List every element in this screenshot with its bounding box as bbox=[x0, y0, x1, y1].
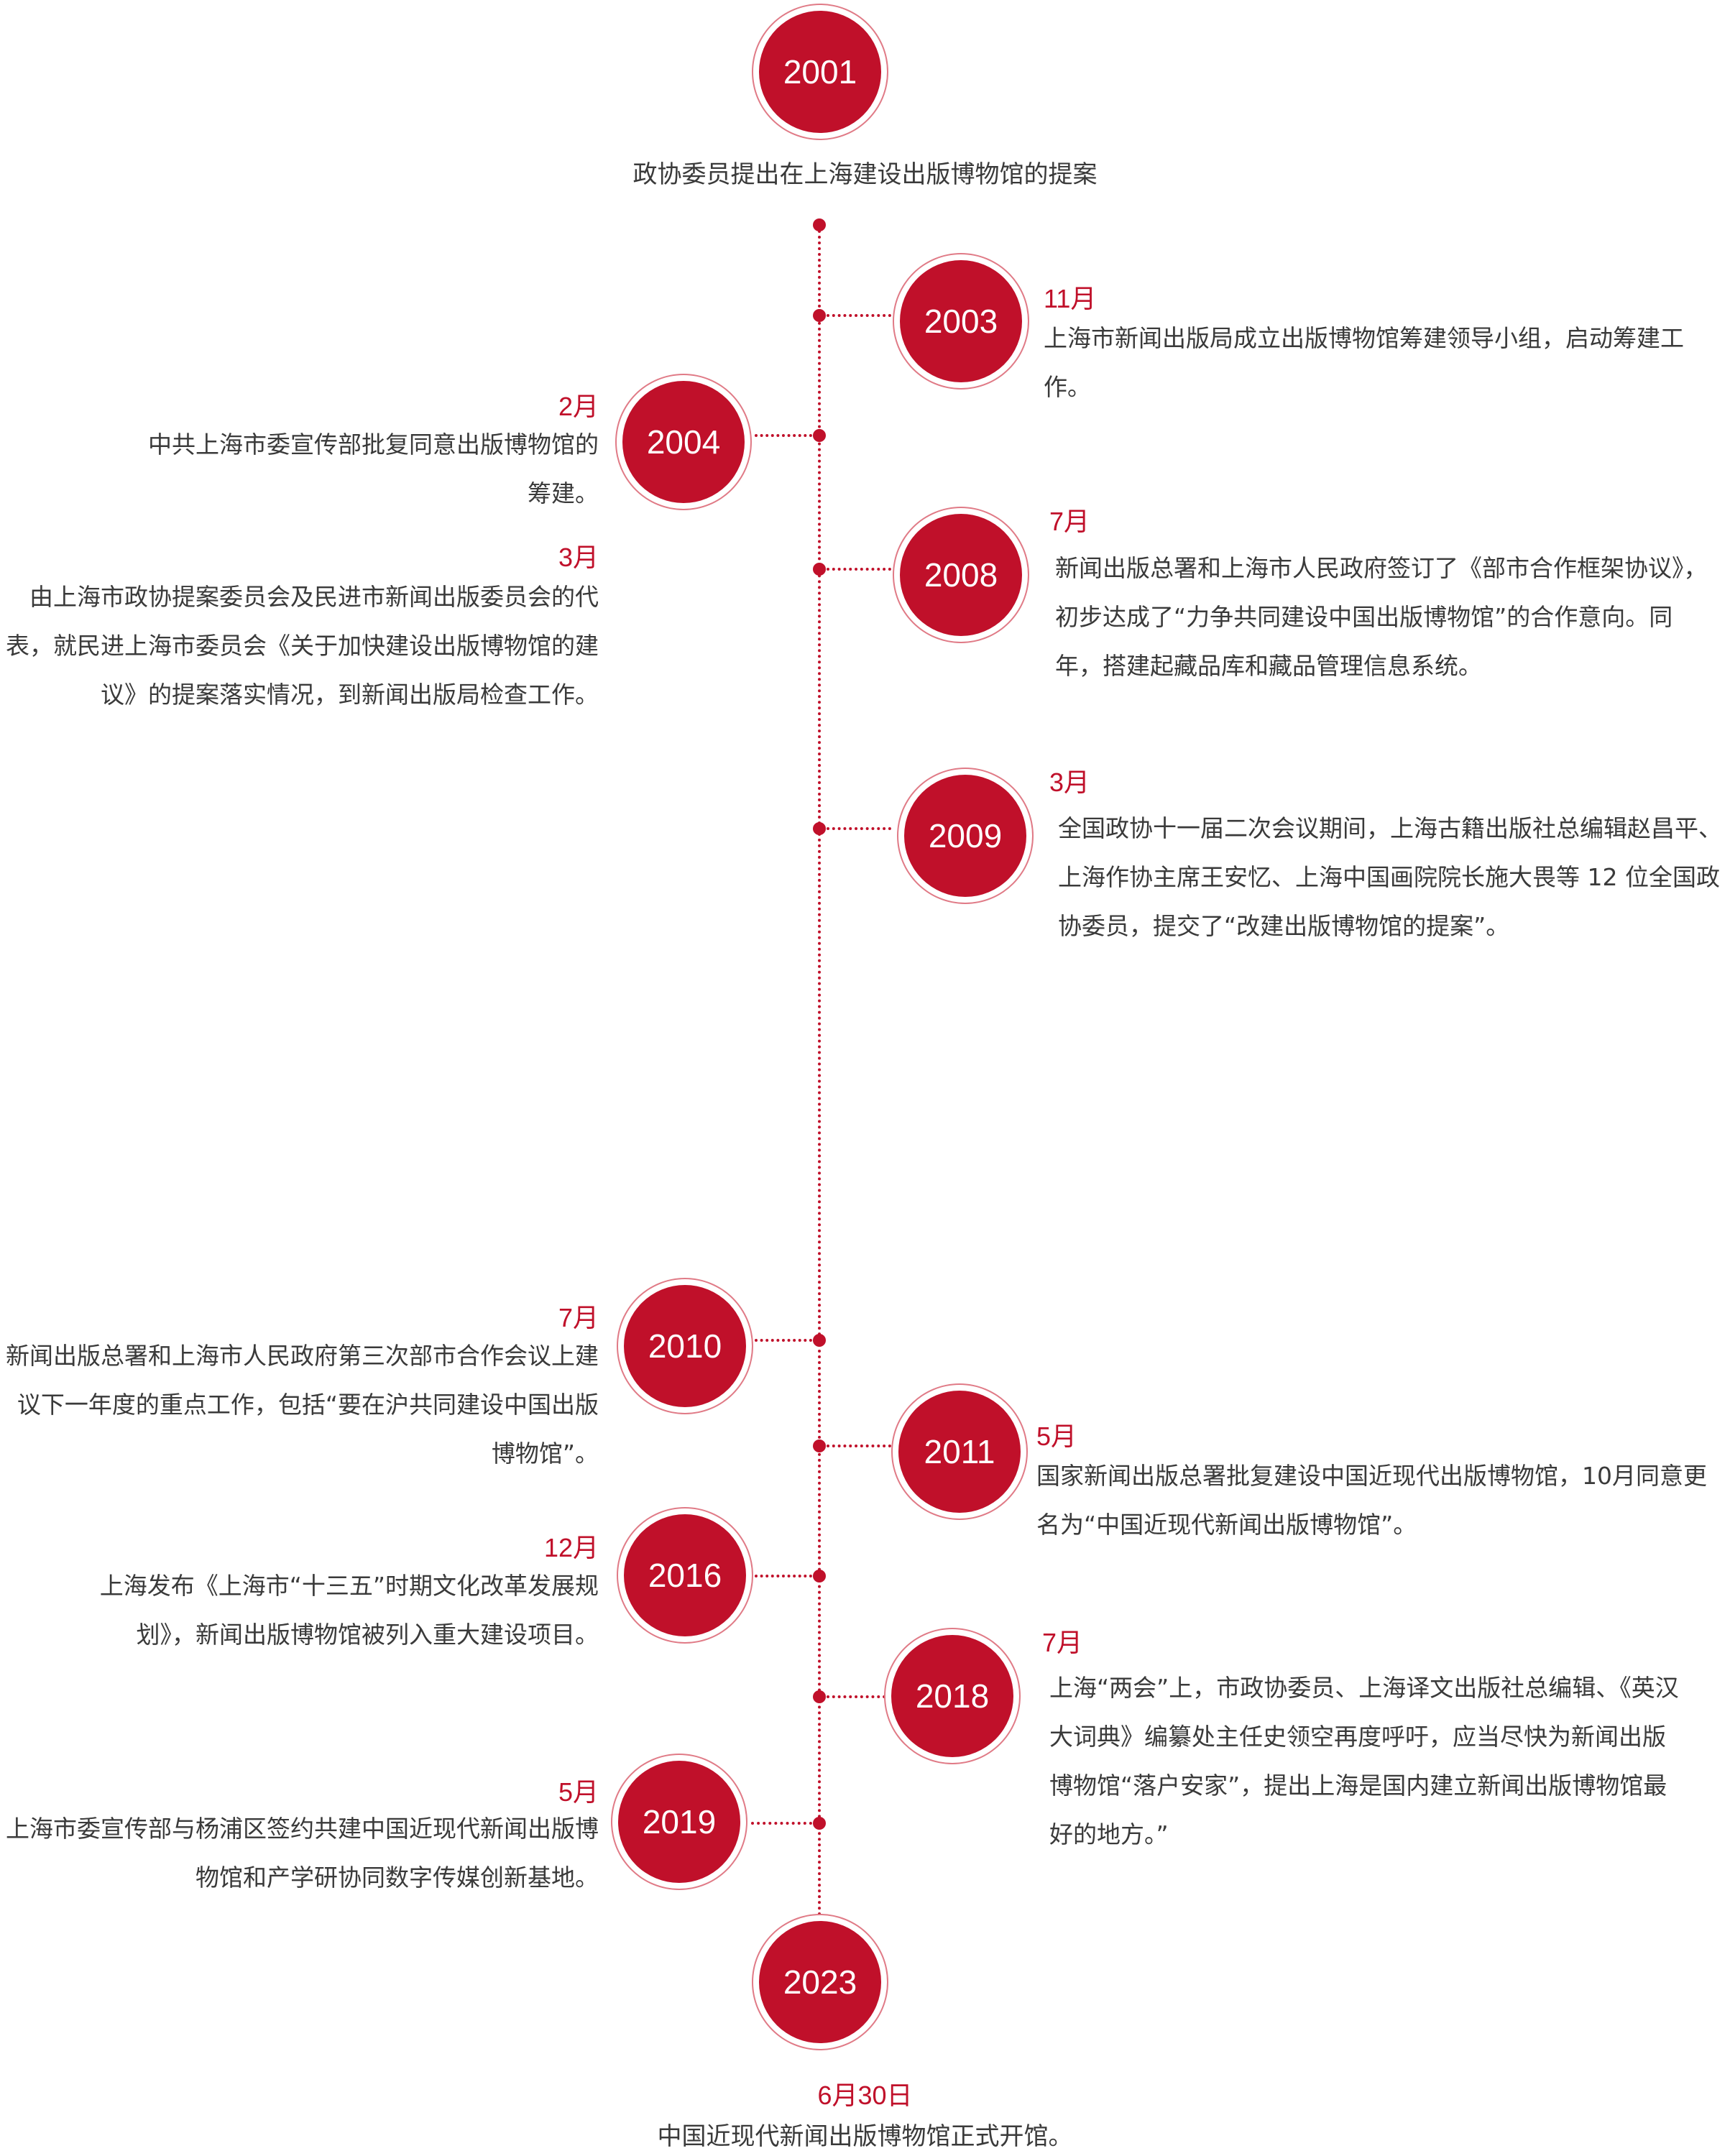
event-month: 5月 bbox=[1036, 1422, 1077, 1451]
event-month: 3月 bbox=[1049, 768, 1090, 797]
end-event-date: 6月30日 bbox=[817, 2081, 913, 2110]
event-month: 7月 bbox=[558, 1303, 599, 1332]
event-month: 7月 bbox=[1042, 1628, 1083, 1657]
timeline-connector bbox=[827, 1695, 891, 1698]
year-badge-2019: 2019 bbox=[618, 1761, 740, 1883]
event-month: 11月 bbox=[1044, 284, 1097, 313]
event-description: 上海发布《上海市“十三五”时期文化改革发展规划》，新闻出版博物馆被列入重大建设项… bbox=[99, 1572, 599, 1649]
timeline-axis bbox=[818, 224, 821, 1935]
timeline-connector bbox=[751, 1822, 812, 1825]
year-badge-2023: 2023 bbox=[759, 1921, 881, 2043]
event-description: 新闻出版总署和上海市人民政府签订了《部市合作框架协议》，初步达成了“力争共同建设… bbox=[1055, 554, 1708, 680]
timeline-connector bbox=[755, 1575, 812, 1577]
start-event-text: 政协委员提出在上海建设出版博物馆的提案 bbox=[632, 160, 1098, 189]
event-description: 全国政协十一届二次会议期间，上海古籍出版社总编辑赵昌平、上海作协主席王安忆、上海… bbox=[1058, 814, 1722, 940]
event-description: 新闻出版总署和上海市人民政府第三次部市合作会议上建议下一年度的重点工作，包括“要… bbox=[6, 1342, 599, 1468]
timeline-connector bbox=[827, 568, 891, 571]
timeline-connector bbox=[827, 1445, 891, 1447]
event-month: 12月 bbox=[543, 1533, 599, 1562]
event-month: 7月 bbox=[1049, 507, 1090, 536]
timeline-dot bbox=[813, 1439, 826, 1452]
event-month: 3月 bbox=[558, 543, 599, 572]
year-badge-2001: 2001 bbox=[759, 11, 881, 133]
timeline-connector bbox=[755, 1339, 812, 1342]
timeline-dot bbox=[813, 218, 826, 231]
timeline-dot bbox=[813, 563, 826, 576]
timeline-dot bbox=[813, 1570, 826, 1583]
event-month: 5月 bbox=[558, 1777, 599, 1807]
year-badge-2009: 2009 bbox=[904, 775, 1026, 897]
year-badge-2003: 2003 bbox=[900, 260, 1022, 382]
timeline-dot bbox=[813, 1690, 826, 1703]
year-badge-2018: 2018 bbox=[891, 1635, 1013, 1757]
event-description: 上海市新闻出版局成立出版博物馆筹建领导小组，启动筹建工作。 bbox=[1044, 324, 1684, 401]
timeline-connector bbox=[827, 314, 891, 317]
event-description: 国家新闻出版总署批复建设中国近现代出版博物馆，10月同意更名为“中国近现代新闻出… bbox=[1036, 1462, 1707, 1539]
timeline-dot bbox=[813, 429, 826, 442]
end-event-text: 中国近现代新闻出版博物馆正式开馆。 bbox=[657, 2122, 1073, 2151]
year-badge-2008: 2008 bbox=[900, 514, 1022, 636]
timeline-dot bbox=[813, 1817, 826, 1830]
event-description: 中共上海市委宣传部批复同意出版博物馆的筹建。 bbox=[148, 430, 599, 507]
timeline-connector bbox=[755, 434, 812, 437]
event-description: 由上海市政协提案委员会及民进市新闻出版委员会的代表，就民进上海市委员会《关于加快… bbox=[6, 583, 599, 709]
event-month: 2月 bbox=[558, 392, 599, 421]
timeline-dot bbox=[813, 1334, 826, 1347]
year-badge-2016: 2016 bbox=[624, 1514, 746, 1636]
timeline-dot bbox=[813, 822, 826, 835]
year-badge-2011: 2011 bbox=[898, 1391, 1021, 1513]
event-description: 上海市委宣传部与杨浦区签约共建中国近现代新闻出版博物馆和产学研协同数字传媒创新基… bbox=[6, 1815, 599, 1892]
year-badge-2010: 2010 bbox=[624, 1285, 746, 1407]
timeline-connector bbox=[827, 827, 891, 830]
timeline-dot bbox=[813, 309, 826, 322]
event-description: 上海“两会”上，市政协委员、上海译文出版社总编辑、《英汉大词典》编纂处主任史领空… bbox=[1049, 1674, 1679, 1848]
year-badge-2004: 2004 bbox=[622, 381, 745, 503]
